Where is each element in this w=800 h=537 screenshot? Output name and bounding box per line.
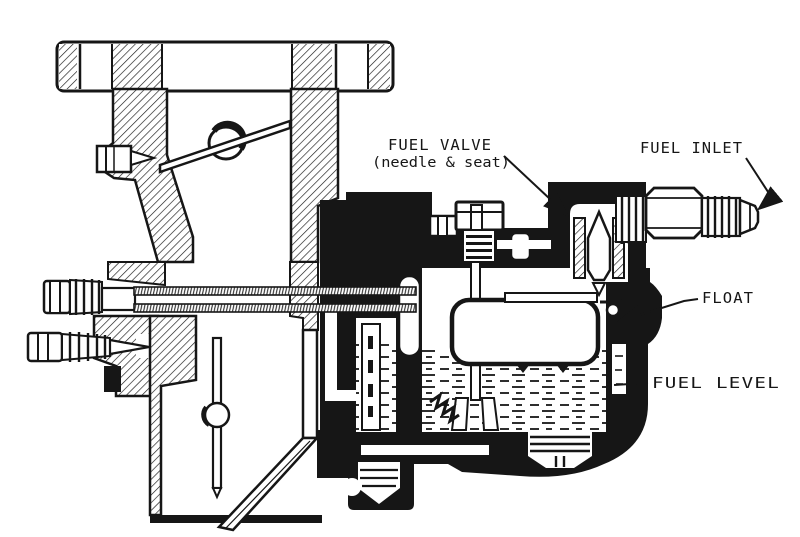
fuel-channel bbox=[359, 443, 491, 457]
bowl-cover-screws bbox=[428, 200, 551, 263]
valve-seat-left bbox=[573, 217, 586, 279]
drain-plug bbox=[528, 430, 592, 468]
fuel-passage-tube bbox=[216, 328, 320, 532]
label-float: FLOAT bbox=[702, 289, 754, 307]
idle-needle-tip bbox=[108, 338, 150, 356]
leader-float bbox=[616, 298, 699, 324]
choke-valve bbox=[158, 119, 292, 174]
fuel-inlet-fitting bbox=[615, 186, 760, 244]
throttle-stop-screw bbox=[42, 278, 137, 316]
label-fuel-valve: FUEL VALVE bbox=[388, 136, 492, 154]
fuel-valve-assembly bbox=[570, 204, 628, 298]
idle-tube bbox=[133, 286, 417, 313]
valve-needle bbox=[586, 208, 612, 282]
idle-mixture-screw bbox=[26, 331, 150, 363]
leader-fuel-valve bbox=[503, 155, 569, 217]
float-body bbox=[449, 297, 601, 367]
label-fuel-inlet: FUEL INLET bbox=[640, 139, 743, 157]
bore-left-wall bbox=[148, 314, 198, 517]
label-fuel-valve-sub: (needle & seat) bbox=[372, 155, 510, 171]
mounting-flange bbox=[55, 40, 395, 93]
air-horn bbox=[95, 87, 340, 264]
throttle-plate bbox=[201, 336, 231, 500]
pump-link bbox=[397, 274, 422, 358]
air-horn-left-wall bbox=[100, 87, 195, 264]
choke-shaft-nut bbox=[95, 144, 158, 174]
metering-well-parts bbox=[361, 274, 422, 431]
valve-needle-tip bbox=[591, 282, 607, 298]
leader-fuel-inlet bbox=[745, 157, 784, 211]
main-jet bbox=[450, 397, 470, 431]
float-hinge-bracket bbox=[600, 264, 629, 304]
float-hinge-plate bbox=[504, 292, 598, 303]
hinge-pin bbox=[605, 302, 621, 318]
label-fuel-level: FUEL LEVEL bbox=[652, 374, 780, 392]
leader-fuel-level bbox=[613, 382, 649, 386]
choke-plate bbox=[158, 119, 292, 174]
well-bottom-plug bbox=[358, 462, 400, 504]
callouts: FUEL VALVE (needle & seat) FUEL INLET FL… bbox=[372, 136, 784, 392]
inlet-cone-tip bbox=[738, 198, 760, 236]
float-assembly bbox=[449, 264, 629, 373]
inlet-hex-nut bbox=[644, 186, 704, 240]
pump-spring bbox=[429, 391, 460, 425]
